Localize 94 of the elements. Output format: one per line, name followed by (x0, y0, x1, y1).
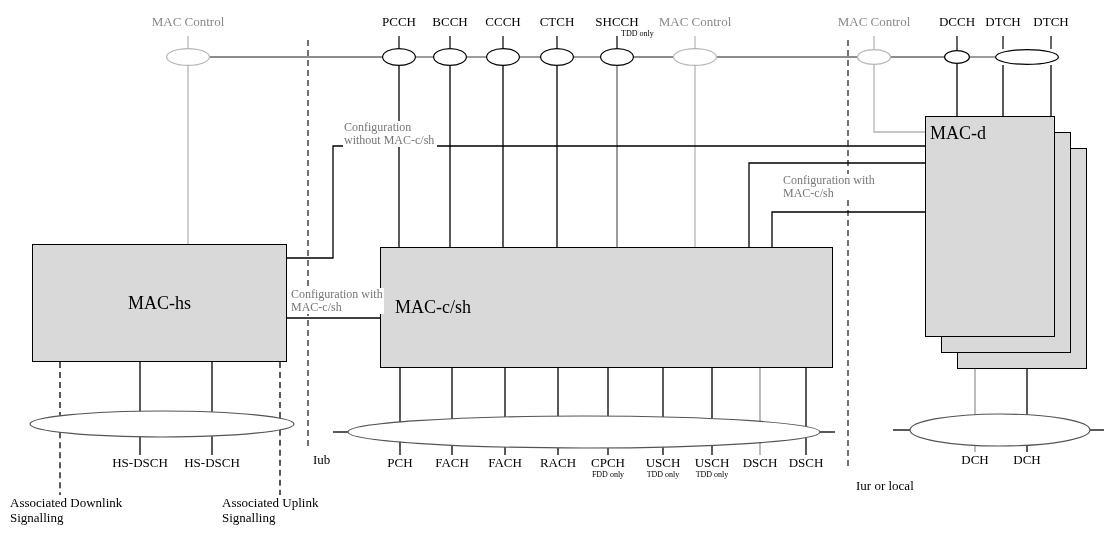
note-text: TDD only (621, 29, 654, 38)
connector-line (451, 444, 453, 456)
connector-line (711, 444, 713, 456)
connector-line (59, 361, 61, 417)
channel-label: SHCCH (595, 15, 639, 29)
connector-line (873, 64, 926, 133)
channel-label: DTCH (985, 15, 1021, 29)
sap-label: MAC Control (151, 15, 225, 29)
entity-box: MAC-d (925, 116, 1055, 337)
sap-label: MAC Control (837, 15, 911, 29)
note-text: FDD only (591, 470, 625, 480)
connector-line (694, 65, 696, 248)
interface-label: Iur or local (856, 478, 914, 494)
connector-line (1089, 429, 1105, 431)
connector-line (211, 361, 213, 413)
connector-line (1050, 64, 1052, 117)
connector-line (1002, 64, 1004, 117)
connector-line (451, 367, 453, 420)
connector-line (139, 436, 141, 456)
connector-line (616, 65, 618, 248)
note-text: TDD only (645, 470, 681, 480)
connector-line (399, 441, 401, 456)
connector-line (607, 367, 609, 417)
connector-line (890, 56, 945, 58)
connector-line (711, 367, 713, 420)
connector-line (504, 367, 506, 418)
connector-line (59, 431, 61, 496)
channel-label: DTCH (1033, 15, 1069, 29)
connector-line (415, 56, 434, 58)
connector-line (466, 56, 487, 58)
interface-label: Iub (313, 452, 331, 468)
channel-label: CCCH (485, 15, 521, 29)
connector-line (748, 162, 926, 248)
connector-line (211, 435, 213, 456)
signalling-label: Associated Downlink Signalling (10, 495, 124, 525)
channel-label: DCH (1013, 452, 1041, 467)
connector-line (279, 429, 281, 496)
edge-label: Configuration with MAC-c/sh (290, 288, 384, 314)
connector-line (607, 447, 609, 456)
channel-label: RACH (539, 455, 577, 470)
connector-line (819, 431, 836, 433)
channel-label: PCH (387, 455, 413, 470)
connector-line (956, 63, 958, 117)
connector-line (759, 442, 761, 456)
connector-line (805, 436, 807, 456)
channel-label: DSCH (742, 455, 778, 470)
connector-line (633, 56, 674, 58)
connector-line (139, 361, 141, 412)
connector-line (332, 431, 349, 433)
connector-line (1026, 444, 1028, 453)
connector-line (519, 56, 541, 58)
connector-line (969, 56, 996, 58)
connector-line (892, 429, 911, 431)
connector-line (286, 317, 381, 319)
connector-line (759, 367, 761, 422)
connector-line (716, 56, 858, 58)
connector-line (662, 446, 664, 456)
channel-label: FACH (435, 455, 469, 470)
edge-label: Configuration without MAC-c/sh (343, 121, 437, 147)
connector-line (557, 447, 559, 456)
sap-label: MAC Control (658, 15, 732, 29)
channel-label: HS-DSCH (184, 455, 240, 470)
note-text: TDD only (694, 470, 730, 480)
signalling-label: Associated Uplink Signalling (222, 495, 320, 525)
connector-line (974, 368, 976, 416)
channel-label: CPCH (591, 455, 625, 470)
connector-line (557, 367, 559, 417)
connector-line (502, 65, 504, 248)
connector-line (209, 56, 383, 58)
channel-label: HS-DSCH (112, 455, 168, 470)
entity-box: MAC-hs (32, 244, 287, 362)
edge-label: Configuration with MAC-c/sh (782, 174, 876, 200)
connector-line (662, 367, 664, 418)
channel-label: DCH (961, 452, 989, 467)
channel-label: BCCH (432, 15, 468, 29)
connector-line (187, 65, 189, 245)
channel-label: DCCH (938, 15, 976, 29)
channel-label: FACH (488, 455, 522, 470)
connector-line (556, 65, 558, 248)
connector-line (399, 367, 401, 423)
channel-label: PCCH (382, 15, 416, 29)
connector-line (573, 56, 601, 58)
channel-label: USCH (694, 455, 730, 470)
connector-line (504, 446, 506, 456)
connector-line (974, 444, 976, 453)
channel-label: DSCH (788, 455, 824, 470)
connector-line (286, 145, 926, 259)
channel-label: CTCH (539, 15, 575, 29)
connector-line (1026, 368, 1028, 416)
connector-line (805, 367, 807, 428)
connector-line (279, 361, 281, 419)
connector-line (449, 65, 451, 248)
channel-label: USCH (645, 455, 681, 470)
connector-line (771, 211, 926, 248)
